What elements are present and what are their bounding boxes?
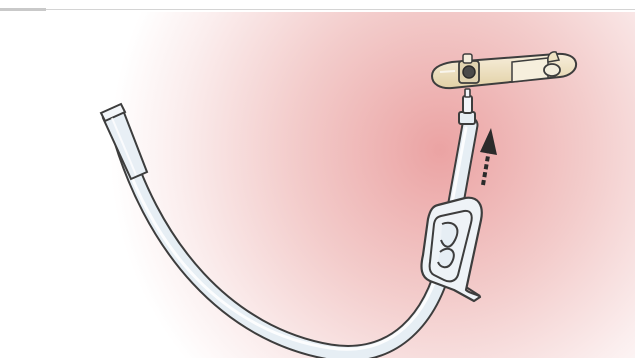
roller-clamp-icon (420, 196, 483, 303)
top-divider-accent (0, 8, 46, 11)
direction-arrow-up-icon (480, 128, 497, 186)
valve-connector-icon (430, 51, 578, 90)
tube-end (99, 102, 149, 181)
top-divider (0, 9, 635, 10)
connector-tip-icon (458, 88, 476, 125)
tube (107, 111, 479, 358)
